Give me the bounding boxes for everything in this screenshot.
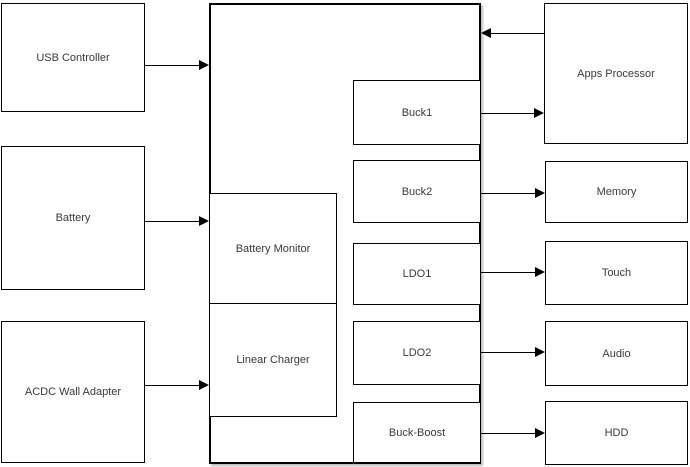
block-buck1: Buck1 (353, 80, 481, 145)
block-label-ldo1: LDO1 (402, 268, 432, 280)
block-label-hdd: HDD (604, 427, 629, 439)
block-usb-controller: USB Controller (1, 3, 145, 112)
arrow-line (145, 64, 200, 66)
block-label-memory: Memory (596, 186, 637, 198)
block-buck2: Buck2 (353, 160, 481, 223)
arrowhead-right-icon (535, 188, 545, 198)
block-label-apps-processor: Apps Processor (577, 67, 655, 80)
block-buck-boost: Buck-Boost (353, 402, 481, 463)
arrow-buck-boost-to-hdd (481, 428, 545, 438)
block-ldo2: LDO2 (353, 321, 481, 385)
arrow-battery-to-main (145, 216, 209, 226)
arrow-buck1-to-apps-processor (481, 108, 544, 118)
block-linear-charger: Linear Charger (209, 303, 337, 417)
arrow-buck2-to-memory (481, 188, 545, 198)
arrow-apps-processor-to-main (481, 28, 544, 38)
arrowhead-right-icon (535, 347, 545, 357)
block-label-linear-charger: Linear Charger (236, 354, 310, 366)
block-label-battery: Battery (55, 212, 91, 224)
block-label-buck2: Buck2 (401, 185, 433, 198)
arrowhead-left-icon (481, 28, 491, 38)
arrow-ldo1-to-touch (481, 267, 545, 277)
arrowhead-right-icon (199, 216, 209, 226)
arrow-usb-controller-to-main (145, 60, 209, 70)
arrow-line (481, 271, 536, 273)
block-label-ldo2: LDO2 (402, 347, 432, 359)
arrowhead-right-icon (535, 267, 545, 277)
block-label-acdc-wall-adapter: ACDC Wall Adapter (24, 386, 122, 398)
block-touch: Touch (545, 241, 688, 305)
block-label-buck-boost: Buck-Boost (388, 426, 446, 439)
arrow-line (490, 32, 544, 34)
arrowhead-right-icon (199, 380, 209, 390)
arrow-ldo2-to-audio (481, 347, 545, 357)
block-label-audio: Audio (602, 347, 631, 360)
block-label-battery-monitor: Battery Monitor (235, 242, 311, 255)
block-audio: Audio (545, 321, 688, 386)
block-label-touch: Touch (601, 267, 632, 279)
arrow-line (145, 220, 200, 222)
block-memory: Memory (545, 161, 688, 223)
block-battery-monitor: Battery Monitor (209, 193, 337, 304)
block-acdc-wall-adapter: ACDC Wall Adapter (1, 321, 145, 463)
block-battery: Battery (1, 146, 145, 290)
arrow-acdc-wall-adapter-to-main (145, 380, 209, 390)
arrow-line (481, 351, 536, 353)
block-label-usb-controller: USB Controller (36, 51, 110, 64)
arrowhead-right-icon (535, 428, 545, 438)
arrow-line (481, 192, 536, 194)
arrow-line (145, 384, 200, 386)
block-ldo1: LDO1 (353, 243, 481, 305)
block-label-buck1: Buck1 (401, 106, 433, 119)
arrowhead-right-icon (199, 60, 209, 70)
block-hdd: HDD (545, 401, 688, 465)
arrow-line (481, 432, 536, 434)
block-apps-processor: Apps Processor (544, 3, 688, 144)
arrowhead-right-icon (534, 108, 544, 118)
arrow-line (481, 112, 535, 114)
